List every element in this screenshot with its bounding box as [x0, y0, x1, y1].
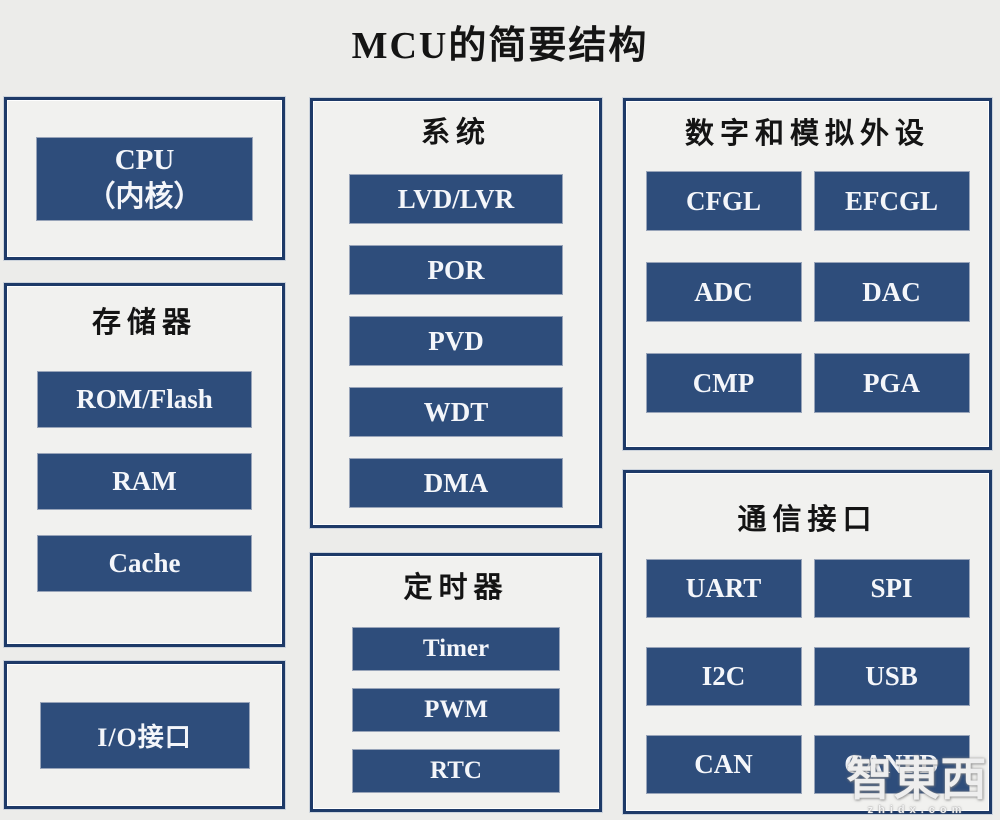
block-cache: Cache: [37, 535, 252, 592]
block-usb: USB: [813, 647, 970, 706]
comm-group-header: 通信接口: [737, 504, 878, 536]
io-group-box: I/O接口: [4, 661, 285, 809]
system-group-box: 系统 LVD/LVR POR PVD WDT DMA: [310, 98, 602, 528]
memory-group-box: 存储器 ROM/Flash RAM Cache: [4, 283, 285, 647]
block-pga: PGA: [813, 353, 970, 413]
block-spi: SPI: [813, 559, 970, 618]
block-dma: DMA: [349, 458, 563, 508]
block-timer: Timer: [352, 627, 560, 671]
block-pwm: PWM: [352, 688, 560, 732]
block-efcgl: EFCGL: [813, 171, 970, 231]
cpu-block-line2: （内核）: [86, 180, 203, 213]
block-uart: UART: [645, 559, 802, 618]
comm-grid: UART SPI I2C USB CAN CANFD: [626, 559, 989, 794]
block-i2c: I2C: [645, 647, 802, 706]
block-ram: RAM: [37, 453, 252, 510]
block-canfd: CANFD: [813, 735, 970, 794]
block-cfgl: CFGL: [645, 171, 802, 231]
digital-analog-group-header: 数字和模拟外设: [684, 118, 930, 150]
block-wdt: WDT: [349, 387, 563, 437]
block-rom-flash: ROM/Flash: [37, 371, 252, 428]
digital-analog-grid: CFGL EFCGL ADC DAC CMP PGA: [626, 171, 989, 413]
cpu-group-box: CPU （内核）: [4, 97, 285, 260]
block-io-interface: I/O接口: [39, 701, 250, 769]
cpu-block-line1: CPU: [114, 143, 175, 176]
block-dac: DAC: [813, 262, 970, 322]
system-group-header: 系统: [420, 117, 491, 149]
comm-group-box: 通信接口 UART SPI I2C USB CAN CANFD: [623, 470, 992, 814]
block-pvd: PVD: [349, 316, 563, 366]
timer-group-header: 定时器: [403, 572, 509, 604]
block-cmp: CMP: [645, 353, 802, 413]
cpu-block: CPU （内核）: [36, 136, 253, 221]
block-lvd-lvr: LVD/LVR: [349, 174, 563, 224]
block-por: POR: [349, 245, 563, 295]
block-can: CAN: [645, 735, 802, 794]
memory-group-header: 存储器: [91, 307, 197, 339]
block-adc: ADC: [645, 262, 802, 322]
timer-group-box: 定时器 Timer PWM RTC: [310, 553, 602, 812]
digital-analog-group-box: 数字和模拟外设 CFGL EFCGL ADC DAC CMP PGA: [623, 98, 992, 450]
block-rtc: RTC: [352, 749, 560, 793]
diagram-title: MCU的简要结构: [351, 25, 649, 67]
